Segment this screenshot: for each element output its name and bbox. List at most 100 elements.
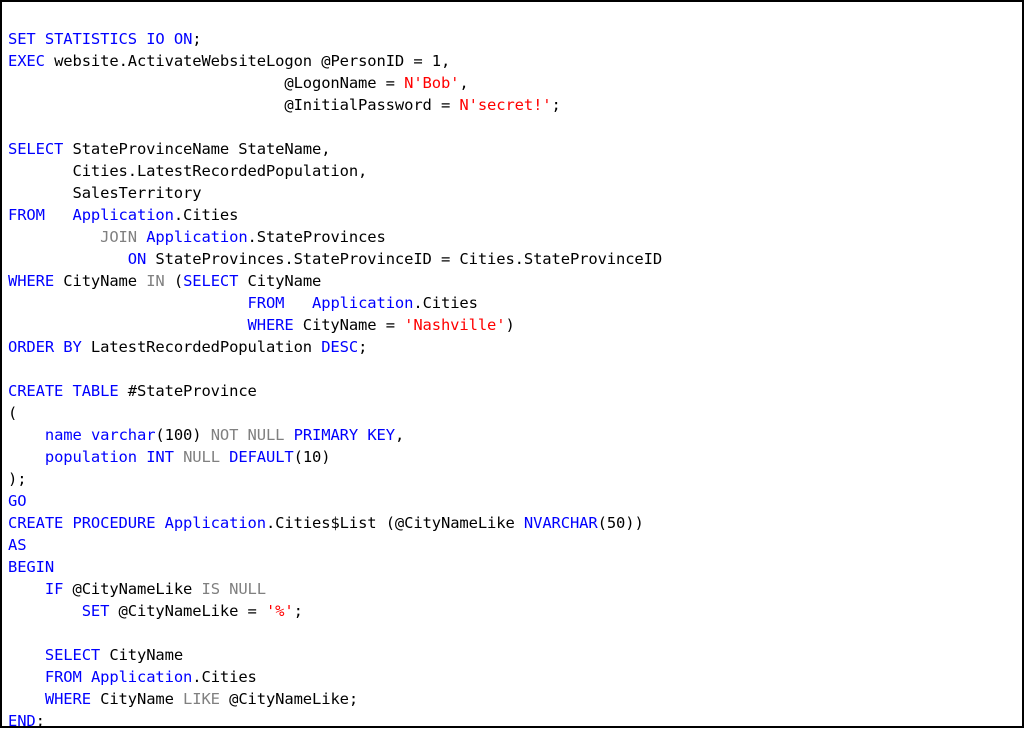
code-token-kw: SET bbox=[81, 601, 110, 620]
code-token-gray: JOIN bbox=[100, 227, 137, 246]
code-line: WHERE CityName = 'Nashville') bbox=[8, 314, 1022, 336]
code-token-plain: #StateProvince bbox=[118, 381, 257, 400]
code-token-plain: .Cities bbox=[192, 667, 257, 686]
code-token-plain bbox=[137, 448, 146, 466]
code-token-plain: @CityNameLike bbox=[63, 579, 202, 598]
code-line: SET @CityNameLike = '%'; bbox=[8, 600, 1022, 622]
code-token-plain: ) bbox=[505, 315, 515, 334]
code-line: SET STATISTICS IO ON; bbox=[8, 28, 1022, 50]
code-token-plain bbox=[8, 646, 45, 664]
code-token-fn: Application bbox=[72, 205, 174, 224]
code-token-plain: ); bbox=[8, 469, 27, 488]
code-line: @InitialPassword = N'secret!'; bbox=[8, 94, 1022, 116]
code-line bbox=[8, 358, 1022, 380]
code-token-fn: Application bbox=[164, 513, 266, 532]
code-token-plain: ( bbox=[8, 403, 18, 422]
code-token-plain bbox=[165, 30, 174, 48]
code-token-plain: CityName bbox=[90, 689, 184, 708]
code-token-gray: NULL bbox=[183, 447, 220, 466]
code-token-kw: SELECT bbox=[8, 139, 64, 158]
code-token-kw: DEFAULT bbox=[229, 447, 294, 466]
code-token-plain: ( bbox=[164, 271, 184, 290]
code-token-plain: , bbox=[459, 73, 469, 92]
code-token-plain bbox=[155, 514, 164, 532]
code-token-plain: ; bbox=[192, 29, 202, 48]
code-token-kw: WHERE bbox=[8, 271, 55, 290]
code-token-plain: website bbox=[44, 51, 119, 70]
code-line: FROM Application.Cities bbox=[8, 292, 1022, 314]
code-token-kw: varchar bbox=[90, 425, 156, 444]
code-token-kw: ORDER BY bbox=[8, 337, 82, 356]
code-token-plain bbox=[8, 316, 248, 334]
code-token-kw: SELECT bbox=[183, 271, 239, 290]
code-token-plain: @LogonName = bbox=[8, 73, 405, 92]
code-token-plain: (10) bbox=[293, 447, 331, 466]
code-token-plain: CityName bbox=[100, 645, 184, 664]
code-token-kw: IO bbox=[146, 29, 165, 48]
code-token-str: '%' bbox=[265, 601, 294, 620]
code-line bbox=[8, 116, 1022, 138]
code-token-plain: @CityNameLike = bbox=[109, 601, 266, 620]
code-line: IF @CityNameLike IS NULL bbox=[8, 578, 1022, 600]
code-token-kw: CREATE bbox=[8, 381, 64, 400]
code-token-kw: PRIMARY KEY bbox=[293, 425, 395, 444]
code-line: Cities.LatestRecordedPopulation, bbox=[8, 160, 1022, 182]
code-line: CREATE TABLE #StateProvince bbox=[8, 380, 1022, 402]
code-token-plain bbox=[137, 30, 146, 48]
code-token-str: N'Bob' bbox=[404, 73, 460, 92]
code-token-plain: CityName = bbox=[293, 315, 405, 334]
code-line: END; bbox=[8, 710, 1022, 732]
code-token-plain: @InitialPassword = bbox=[8, 95, 460, 114]
code-token-plain: StateProvinces.StateProvinceID = Cities.… bbox=[146, 249, 663, 268]
sql-code-block[interactable]: SET STATISTICS IO ON;EXEC website.Activa… bbox=[8, 28, 1022, 732]
code-line: WHERE CityName IN (SELECT CityName bbox=[8, 270, 1022, 292]
code-token-plain: (100) bbox=[155, 425, 211, 444]
code-token-plain bbox=[284, 426, 293, 444]
code-token-kw: IF bbox=[44, 579, 64, 598]
code-token-plain: . bbox=[118, 51, 128, 70]
code-token-kw: END bbox=[8, 711, 36, 730]
code-token-kw: STATISTICS bbox=[44, 29, 137, 48]
code-token-plain bbox=[8, 294, 248, 312]
code-token-fn: Application bbox=[90, 667, 193, 686]
code-token-plain bbox=[8, 250, 128, 268]
code-line: SELECT StateProvinceName StateName, bbox=[8, 138, 1022, 160]
code-line: WHERE CityName LIKE @CityNameLike; bbox=[8, 688, 1022, 710]
code-token-plain bbox=[63, 514, 72, 532]
code-token-kw: DESC bbox=[321, 337, 359, 356]
code-token-plain: ; bbox=[35, 711, 45, 730]
code-token-plain bbox=[8, 690, 45, 708]
code-token-plain bbox=[137, 228, 146, 246]
code-token-plain: CityName bbox=[54, 271, 147, 290]
code-token-plain: ; bbox=[551, 95, 561, 114]
code-token-kw: PROCEDURE bbox=[72, 513, 156, 532]
code-line: ( bbox=[8, 402, 1022, 424]
code-token-plain: ; bbox=[358, 337, 368, 356]
code-token-plain bbox=[284, 294, 312, 312]
code-token-plain bbox=[8, 602, 82, 620]
code-token-plain: , bbox=[394, 425, 405, 444]
code-line: SalesTerritory bbox=[8, 182, 1022, 204]
code-token-kw: INT bbox=[146, 447, 174, 466]
code-line: name varchar(100) NOT NULL PRIMARY KEY, bbox=[8, 424, 1022, 446]
code-token-plain: StateProvinceName StateName, bbox=[63, 139, 331, 158]
code-token-plain bbox=[63, 382, 72, 400]
code-line: @LogonName = N'Bob', bbox=[8, 72, 1022, 94]
code-token-gray: IN bbox=[146, 271, 165, 290]
code-token-plain bbox=[220, 448, 229, 466]
code-token-kw: FROM bbox=[44, 667, 82, 686]
code-token-plain bbox=[8, 426, 45, 444]
code-token-plain: Cities.LatestRecordedPopulation, bbox=[8, 161, 368, 180]
code-token-fn: Application bbox=[146, 227, 248, 246]
code-token-plain: .StateProvinces bbox=[247, 227, 386, 246]
code-token-kw: BEGIN bbox=[8, 557, 55, 576]
code-token-fn: Application bbox=[312, 293, 414, 312]
code-token-kw: GO bbox=[8, 491, 27, 510]
code-line: JOIN Application.StateProvinces bbox=[8, 226, 1022, 248]
code-line: population INT NULL DEFAULT(10) bbox=[8, 446, 1022, 468]
code-line: FROM Application.Cities bbox=[8, 666, 1022, 688]
code-line: EXEC website.ActivateWebsiteLogon @Perso… bbox=[8, 50, 1022, 72]
code-token-plain bbox=[8, 228, 100, 246]
code-token-plain bbox=[36, 30, 45, 48]
